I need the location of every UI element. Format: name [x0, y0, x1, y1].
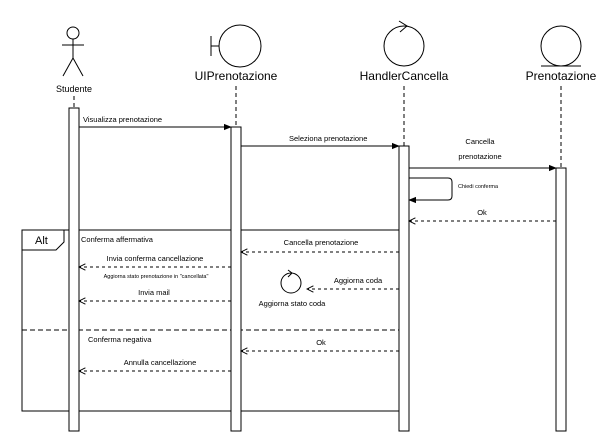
aggiorna-stato-coda-control-icon — [280, 269, 302, 294]
control-icon — [383, 20, 425, 67]
msg-aggiorna-stato-prenotazione-label: Aggiorna stato prenotazione in "cancella… — [104, 274, 209, 280]
participant-label-entity: Prenotazione — [526, 69, 597, 83]
msg-cancella-label-line1: Cancella — [465, 137, 495, 146]
activation-entity — [555, 167, 567, 432]
msg-invia-conferma-label: Invia conferma cancellazione — [107, 254, 204, 263]
msg-ok-negativa-label: Ok — [316, 338, 326, 347]
msg-seleziona-label: Seleziona prenotazione — [289, 134, 367, 143]
msg-annulla-label: Annulla cancellazione — [124, 358, 197, 367]
activation-handler — [398, 145, 410, 432]
activation-ui — [230, 126, 242, 432]
alt-fragment — [21, 229, 400, 412]
msg-ok-return-label: Ok — [477, 208, 487, 217]
participant-label-studente: Studente — [56, 84, 92, 94]
alt-guard-negativa: Conferma negativa — [88, 335, 152, 344]
msg-cancella-prenotazione-label: Cancella prenotazione — [284, 238, 359, 247]
alt-guard-affermativa: Conferma affermativa — [81, 235, 154, 244]
msg-invia-mail-label: Invia mail — [138, 288, 170, 297]
msg-visualizza-label: Visualizza prenotazione — [83, 115, 162, 124]
entity-icon — [540, 25, 582, 67]
participant-label-ui: UIPrenotazione — [195, 69, 278, 83]
activation-studente — [68, 107, 80, 432]
msg-chiedi-conferma-label: Chiedi conferma — [458, 184, 499, 190]
msg-aggiorna-coda-label: Aggiorna coda — [334, 276, 383, 285]
msg-chiedi-conferma-arrow — [408, 177, 453, 204]
msg-cancella-label-line2: prenotazione — [458, 152, 501, 161]
boundary-icon — [210, 24, 262, 68]
participant-label-handler: HandlerCancella — [360, 69, 449, 83]
actor-studente-icon — [62, 26, 84, 77]
msg-aggiorna-stato-coda-label: Aggiorna stato coda — [259, 299, 327, 308]
alt-operator: Alt — [35, 235, 48, 247]
